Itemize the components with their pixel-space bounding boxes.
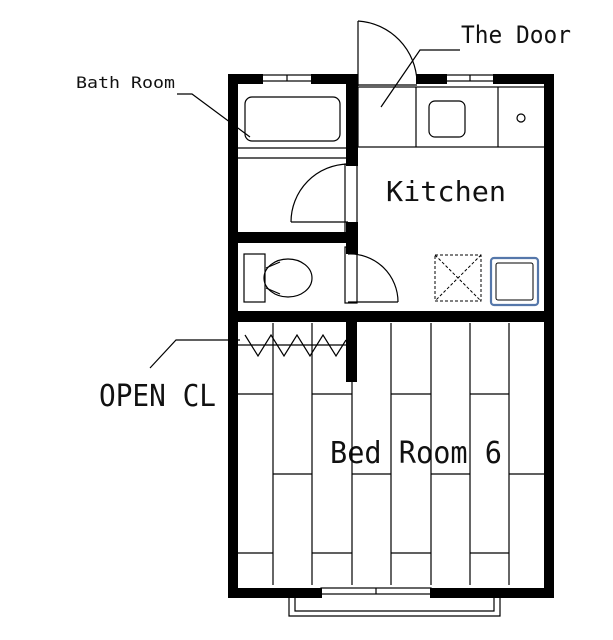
closet-folding-doors xyxy=(236,333,347,358)
toilet xyxy=(243,253,313,303)
toilet-door xyxy=(344,246,399,304)
door-label: The Door xyxy=(461,21,571,49)
bath-room-label: Bath Room xyxy=(76,73,175,92)
open-closet-label: OPEN CL xyxy=(99,379,216,414)
walls xyxy=(228,74,554,598)
bathtub xyxy=(236,96,346,159)
balcony xyxy=(288,598,501,617)
washer-space xyxy=(434,254,482,302)
kitchen-counter xyxy=(357,86,547,148)
refrigerator xyxy=(489,256,540,307)
entry-door xyxy=(357,20,418,86)
kitchen-label: Kitchen xyxy=(386,175,506,208)
bedroom-label: Bed Room 6 xyxy=(330,436,502,471)
